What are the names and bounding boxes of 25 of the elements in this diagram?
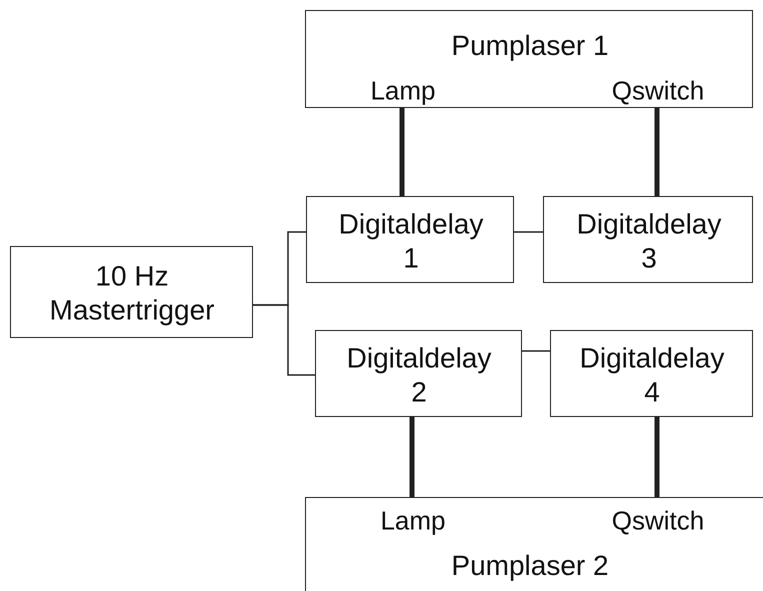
node-label: Digitaldelay 4	[578, 341, 726, 409]
node-label: 10 Hz Mastertrigger	[48, 259, 216, 327]
process-box	[550, 330, 753, 417]
process-box	[305, 10, 753, 108]
node-label: Lamp	[370, 75, 436, 107]
connector-line	[654, 108, 660, 196]
process-box	[543, 196, 753, 283]
node-label: Pumplaser 1	[451, 29, 609, 63]
process-box	[306, 196, 514, 283]
node-label: Qswitch	[612, 505, 704, 537]
node-label: Pumplaser 2	[451, 549, 609, 583]
node-label: Digitaldelay 1	[338, 207, 484, 275]
node-label: Digitaldelay 2	[346, 341, 492, 409]
connector-line	[253, 304, 315, 376]
process-box	[10, 246, 253, 338]
connector-line	[654, 417, 660, 497]
node-label: Lamp	[380, 505, 446, 537]
process-box	[305, 497, 763, 591]
process-box	[315, 330, 522, 417]
connector-line	[522, 350, 550, 352]
connector-line	[514, 231, 543, 233]
node-label: Qswitch	[612, 75, 704, 107]
connector-line	[410, 417, 414, 497]
connector-line	[400, 108, 404, 196]
node-label: Digitaldelay 3	[576, 207, 722, 275]
